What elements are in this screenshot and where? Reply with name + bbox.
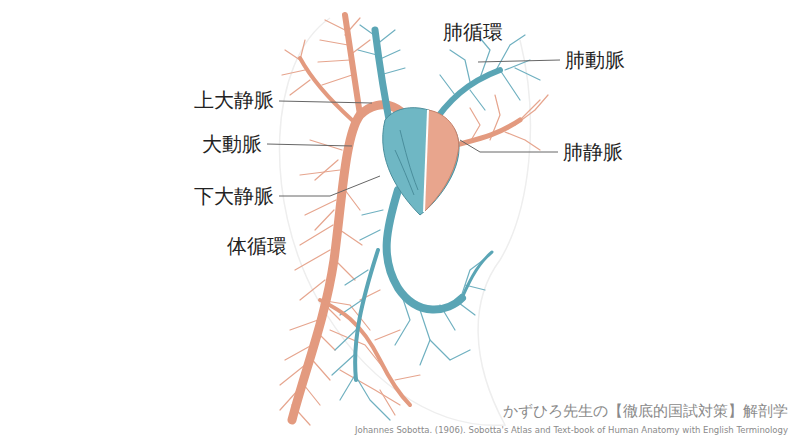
vessel-label: 肺動脈 <box>565 48 625 72</box>
watermark: かずひろ先生の【徹底的国試対策】解剖学 <box>503 402 788 420</box>
vessel-label: 大動脈 <box>202 132 262 156</box>
vessel-label: 下大静脈 <box>194 184 274 208</box>
region-label: 肺循環 <box>443 20 503 44</box>
leader-line <box>267 144 352 146</box>
leader-line <box>279 176 380 196</box>
leader-line <box>460 140 558 152</box>
leader-line <box>279 101 372 103</box>
source-citation: Johannes Sobotta. (1906). Sobotta's Atla… <box>355 425 788 435</box>
leader-line <box>478 60 560 62</box>
vessel-label: 肺静脈 <box>563 140 623 164</box>
vessel-label: 上大静脈 <box>194 88 274 112</box>
region-label: 体循環 <box>227 234 287 258</box>
